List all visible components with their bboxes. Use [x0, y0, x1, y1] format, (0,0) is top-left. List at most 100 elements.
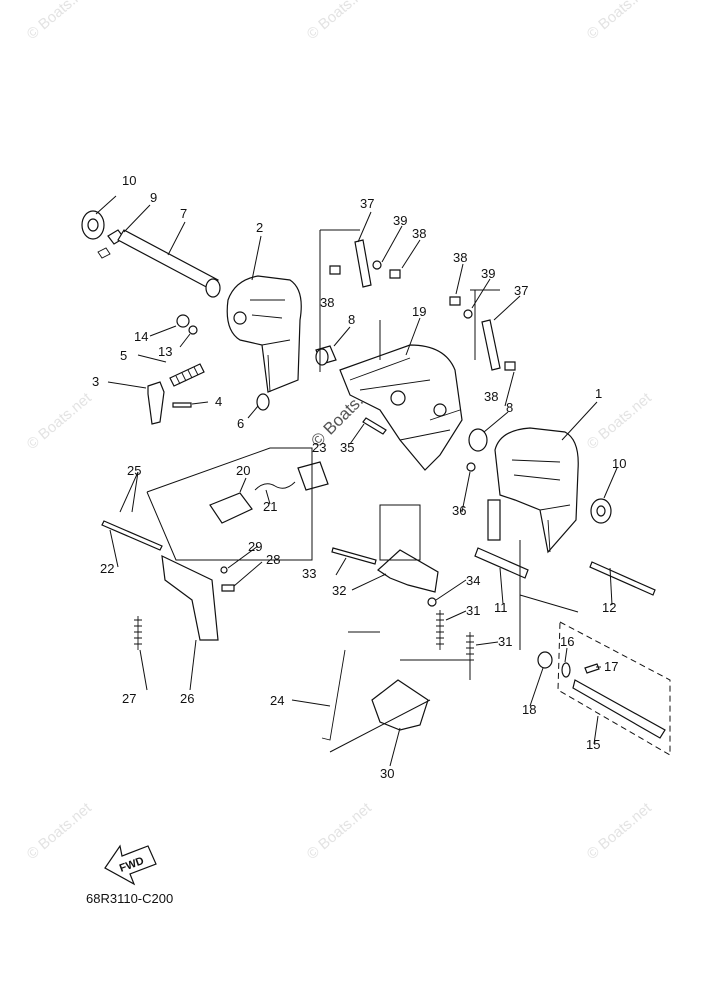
- group-line: [470, 289, 500, 360]
- bolt-12: [589, 561, 656, 596]
- callout-33: 33: [302, 566, 316, 581]
- group-line: [319, 229, 381, 372]
- leader-line: [119, 471, 139, 513]
- plate-23: [297, 461, 329, 491]
- leader-line: [455, 263, 464, 295]
- leader-line: [405, 317, 421, 356]
- callout-15: 15: [586, 737, 600, 752]
- leader-line: [149, 325, 177, 337]
- leader-line: [461, 471, 471, 513]
- leader-line: [265, 489, 271, 505]
- bushing-6: [256, 393, 270, 411]
- leader-line: [593, 715, 599, 745]
- plate-37-right: [481, 319, 501, 371]
- clamp-bracket-1-detail: [511, 459, 571, 553]
- callout-16: 16: [560, 634, 574, 649]
- shaft-7: [117, 229, 219, 291]
- callout-39b: 39: [481, 266, 495, 281]
- callout-8a: 8: [348, 312, 355, 327]
- plate-37-left: [354, 239, 372, 288]
- callout-10a: 10: [122, 173, 136, 188]
- leader-line: [499, 567, 504, 605]
- washer-29: [220, 566, 228, 574]
- callout-14: 14: [134, 329, 148, 344]
- leader-line: [179, 333, 191, 348]
- callout-37a: 37: [360, 196, 374, 211]
- swivel-hole-19: [390, 390, 406, 406]
- callout-25: 25: [127, 463, 141, 478]
- group-line: [146, 447, 313, 561]
- swivel-bracket-19-detail: [349, 357, 461, 441]
- parts-artwork: [81, 210, 666, 741]
- leader-line: [493, 295, 521, 321]
- leader-line: [95, 195, 117, 215]
- bolt-hole-2: [233, 311, 247, 325]
- bolt-38c: [449, 296, 461, 306]
- callout-31b: 31: [498, 634, 512, 649]
- lever-26: [161, 554, 219, 641]
- leader-line: [609, 567, 613, 606]
- callout-32: 32: [332, 583, 346, 598]
- grouping-lines: [95, 195, 671, 767]
- leader-line: [445, 610, 467, 621]
- leader-line: [357, 211, 372, 243]
- callout-13: 13: [158, 344, 172, 359]
- clamp-bracket-2: [226, 275, 302, 393]
- callout-38a: 38: [412, 226, 426, 241]
- leader-line: [291, 699, 331, 707]
- leader-line: [349, 423, 365, 445]
- shaft-7-end: [205, 278, 221, 298]
- callout-38b: 38: [320, 295, 334, 310]
- spring-31a: [436, 610, 444, 650]
- bolt-33: [331, 547, 377, 565]
- washer-39: [372, 260, 382, 270]
- leader-line: [109, 529, 119, 568]
- callout-35: 35: [340, 440, 354, 455]
- leader-line: [227, 545, 259, 569]
- leader-line: [247, 405, 259, 419]
- callout-39a: 39: [393, 213, 407, 228]
- group-line: [379, 504, 421, 561]
- nut-10-left-hole: [87, 218, 99, 232]
- pin-11: [474, 547, 529, 579]
- bushing-8-right: [468, 428, 488, 452]
- leader-line: [239, 477, 247, 493]
- leader-line: [335, 557, 347, 576]
- leader-line: [529, 667, 544, 707]
- leader-line: [471, 278, 491, 309]
- callout-28: 28: [266, 552, 280, 567]
- washer-13: [188, 325, 198, 335]
- swivel-hole-19b: [433, 403, 447, 417]
- leader-line: [351, 573, 387, 591]
- clamp-bracket-1: [494, 427, 579, 554]
- leader-line: [504, 371, 515, 407]
- callout-9: 9: [150, 190, 157, 205]
- callout-31a: 31: [466, 603, 480, 618]
- clamp-foot-1: [487, 499, 501, 541]
- callout-12: 12: [602, 600, 616, 615]
- cam-30: [371, 679, 429, 731]
- callout-6: 6: [237, 416, 244, 431]
- washer-39b: [463, 309, 473, 319]
- diagram-code: 68R3110-C200: [86, 891, 173, 906]
- lever-bracket-32: [377, 549, 439, 593]
- leader-line: [251, 235, 262, 281]
- fwd-arrow-icon: FWD: [104, 844, 157, 886]
- leader-line: [401, 239, 421, 269]
- callout-4: 4: [215, 394, 222, 409]
- leader-line: [137, 354, 167, 363]
- callout-17: 17: [604, 659, 618, 674]
- callout-10b: 10: [612, 456, 626, 471]
- callout-24: 24: [270, 693, 284, 708]
- spring-5-coils: [175, 366, 199, 385]
- callout-34: 34: [466, 573, 480, 588]
- fwd-arrow-shape: [104, 844, 157, 886]
- leader-line: [561, 401, 598, 441]
- spring-27: [134, 616, 142, 650]
- bolt-22: [101, 520, 163, 551]
- watermark: © Boats.net: [24, 0, 96, 43]
- leader-line: [167, 221, 186, 256]
- callout-19: 19: [412, 304, 426, 319]
- leader-line: [139, 649, 148, 691]
- spring-31b: [466, 632, 474, 672]
